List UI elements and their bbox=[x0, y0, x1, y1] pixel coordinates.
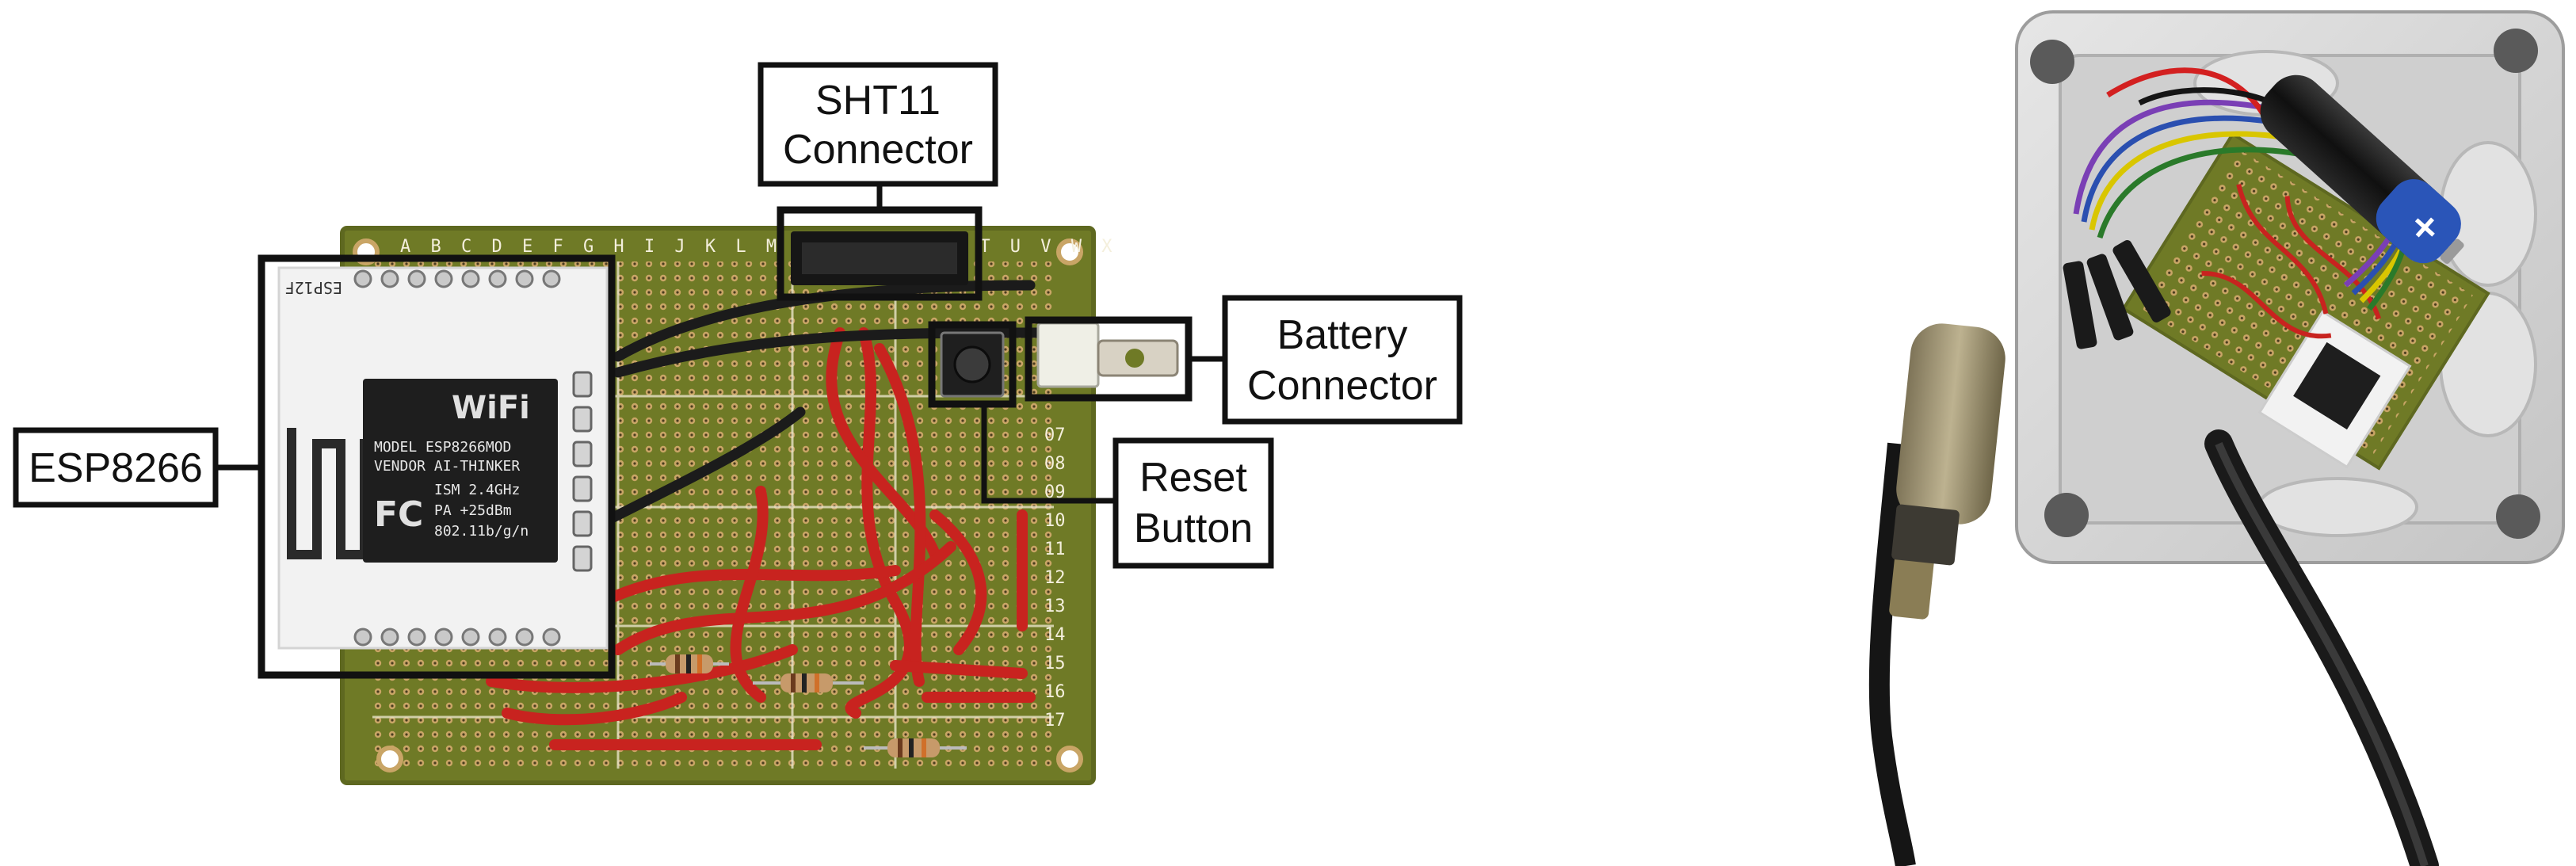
module-bottom-pins bbox=[353, 628, 561, 647]
module-line4: PA +25dBm bbox=[434, 502, 512, 519]
battery-connector bbox=[1036, 322, 1179, 388]
battery-label-line1: Battery bbox=[1277, 312, 1408, 358]
sht11-label-line2: Connector bbox=[783, 127, 973, 173]
push-button-icon bbox=[940, 331, 1005, 398]
enclosure-perfboard bbox=[2121, 132, 2490, 471]
sht11-label-line1: SHT11 bbox=[815, 78, 941, 124]
module-side-pin bbox=[572, 510, 593, 537]
enclosure-screw-hole bbox=[2030, 40, 2074, 84]
module-pin bbox=[542, 628, 561, 647]
board-row-number: 12 bbox=[1044, 568, 1066, 588]
resistors bbox=[650, 654, 967, 757]
board-row-number: 08 bbox=[1044, 454, 1066, 474]
reset-highlight bbox=[928, 321, 1017, 408]
board-row-number: 16 bbox=[1044, 682, 1066, 702]
reset-label-line1: Reset bbox=[1139, 455, 1247, 501]
module-pin bbox=[380, 628, 399, 647]
module-pin bbox=[515, 628, 534, 647]
enclosure-jumper-leads bbox=[2063, 240, 2171, 349]
module-side-pin bbox=[572, 441, 593, 467]
esp8266-chip bbox=[363, 379, 558, 563]
battery-icon: + bbox=[2260, 74, 2464, 264]
module-line3: ISM 2.4GHz bbox=[434, 482, 520, 498]
enclosure-screw-hole bbox=[2496, 494, 2540, 539]
mount-hole bbox=[1056, 746, 1083, 773]
module-pin bbox=[380, 269, 399, 288]
module-pin bbox=[353, 628, 372, 647]
board-row-number: 14 bbox=[1044, 625, 1066, 645]
sensor-probe-icon bbox=[1868, 323, 2005, 866]
module-pin bbox=[461, 628, 480, 647]
board-row-number: 17 bbox=[1044, 711, 1066, 731]
reset-label-box bbox=[1112, 437, 1274, 569]
board-row-number: 15 bbox=[1044, 654, 1066, 673]
board-row-number: 13 bbox=[1044, 597, 1066, 616]
module-pin bbox=[407, 269, 426, 288]
module-silk-label: ESP12F bbox=[285, 278, 342, 297]
module-fc-mark: FC bbox=[374, 494, 423, 535]
module-side-pins bbox=[572, 371, 593, 572]
board-row-number: 10 bbox=[1044, 511, 1066, 531]
module-pin bbox=[434, 628, 453, 647]
battery-label-box bbox=[1222, 295, 1463, 425]
module-pin bbox=[353, 269, 372, 288]
esp8266-label-box bbox=[13, 427, 219, 508]
reset-label-line2: Button bbox=[1134, 505, 1253, 551]
enclosure-screw-hole bbox=[2044, 493, 2089, 537]
module-top-pins bbox=[353, 269, 561, 288]
module-side-pin bbox=[572, 406, 593, 433]
module-pin bbox=[488, 628, 507, 647]
module-line5: 802.11b/g/n bbox=[434, 523, 529, 540]
module-pin bbox=[434, 269, 453, 288]
mount-hole bbox=[1056, 238, 1083, 265]
resistor bbox=[753, 673, 864, 692]
module-pin bbox=[488, 269, 507, 288]
resistor bbox=[650, 654, 729, 673]
enclosure-screw-hole bbox=[2494, 29, 2538, 73]
board-row-number: 11 bbox=[1044, 540, 1066, 559]
module-side-pin bbox=[572, 475, 593, 502]
enclosure-photo: + bbox=[1868, 10, 2565, 866]
board-row-number: 07 bbox=[1044, 425, 1066, 445]
module-side-pin bbox=[572, 371, 593, 398]
red-wires bbox=[486, 327, 1036, 750]
resistor bbox=[864, 738, 967, 757]
module-pin bbox=[515, 269, 534, 288]
module-pin bbox=[461, 269, 480, 288]
perfboard-photo: A B C D E F G H I J K L M N O P Q R S T … bbox=[277, 226, 1179, 785]
mount-hole bbox=[376, 746, 403, 773]
callouts: ESP8266 SHT11 Connector Reset Button Bat… bbox=[13, 62, 1463, 679]
module-side-pin bbox=[572, 545, 593, 572]
battery-label-line2: Connector bbox=[1247, 363, 1437, 409]
module-pin bbox=[407, 628, 426, 647]
esp8266-label: ESP8266 bbox=[29, 445, 203, 491]
module-pin bbox=[542, 269, 561, 288]
sht11-label-box bbox=[758, 62, 998, 187]
board-column-letters: A B C D E F G H I J K L M N O P Q R S T … bbox=[400, 237, 1117, 257]
esp8266-module-icon: WiFi MODEL ESP8266MOD VENDOR AI-THINKER … bbox=[277, 266, 609, 650]
module-line1: MODEL ESP8266MOD bbox=[374, 439, 511, 456]
module-wifi-brand: WiFi bbox=[452, 390, 530, 426]
module-line2: VENDOR AI-THINKER bbox=[374, 458, 520, 475]
